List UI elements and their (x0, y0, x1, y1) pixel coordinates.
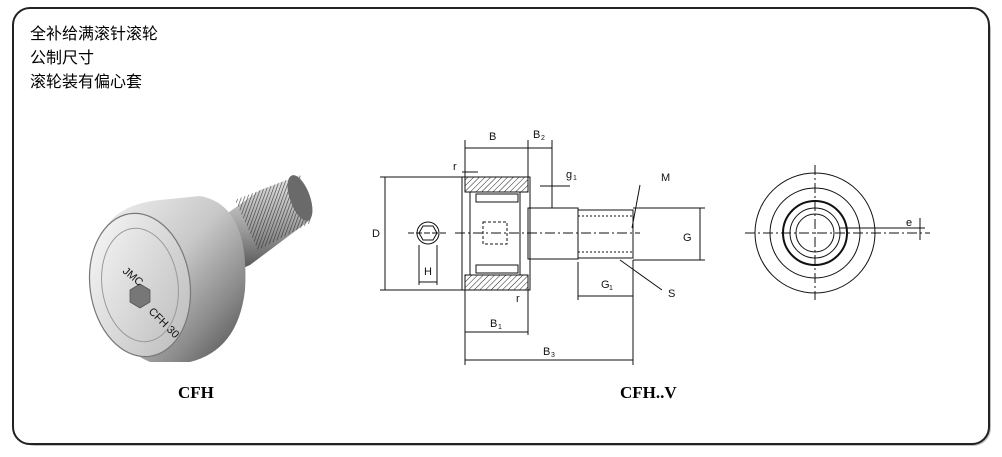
title-line-feature: 滚轮装有偏心套 (30, 72, 143, 91)
title-block: 全补给满滚针滚轮 公制尺寸 滚轮装有偏心套 (30, 22, 158, 94)
hex-socket-hidden (482, 221, 508, 245)
label-B3: B (543, 346, 550, 358)
label-e: e (906, 217, 912, 229)
needle-top (475, 193, 519, 203)
roller-body (88, 196, 246, 362)
front-view-drawing (745, 165, 930, 300)
label-G: G (683, 232, 692, 244)
needle-bottom (475, 264, 519, 274)
leader-M (631, 184, 641, 229)
label-B3-sub: 3 (551, 352, 555, 359)
label-B: B (489, 131, 496, 143)
title-line-units: 公制尺寸 (30, 48, 95, 67)
label-r-bottom: r (516, 293, 520, 305)
label-G1-sub: 1 (609, 285, 613, 292)
title-line-product: 全补给满滚针滚轮 (30, 24, 159, 43)
label-H: H (424, 266, 432, 278)
label-B2-sub: 2 (541, 135, 545, 142)
leader-S (619, 259, 663, 291)
label-g1-sub: 1 (573, 175, 577, 182)
label-G1: G (601, 279, 610, 291)
label-B1-sub: 1 (498, 324, 502, 331)
label-r-top: r (453, 161, 457, 173)
section-drawing (380, 140, 705, 365)
label-B2: B (533, 129, 540, 141)
outer-ring-bottom (464, 274, 529, 291)
outer-ring-top (464, 176, 529, 193)
label-D: D (372, 228, 380, 240)
stud-shaft (577, 209, 634, 259)
label-g1: g (566, 169, 572, 181)
label-B1: B (490, 318, 497, 330)
product-photo: JMC CFH 30 (88, 175, 313, 362)
label-S: S (668, 288, 675, 300)
caption-cfh-v: CFH..V (620, 383, 677, 402)
label-M: M (661, 172, 670, 184)
caption-cfh: CFH (178, 383, 214, 402)
